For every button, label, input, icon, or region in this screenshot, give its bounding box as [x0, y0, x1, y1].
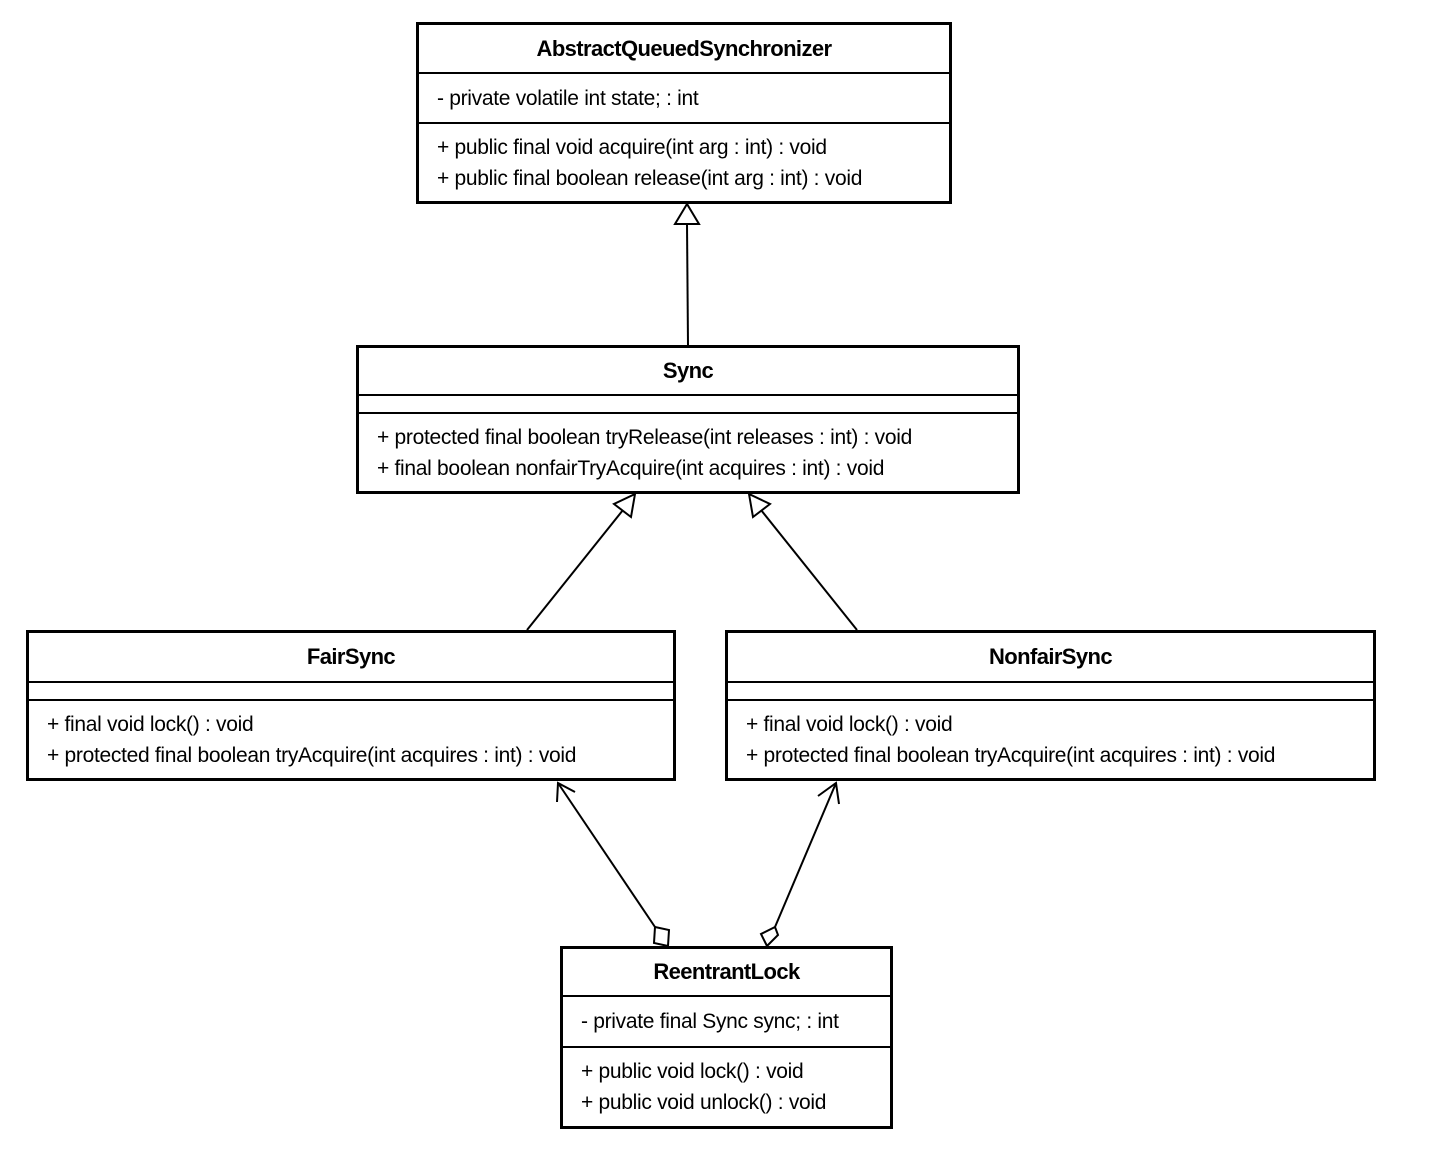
operation-compartment: + final void lock() : void + protected f… — [728, 701, 1373, 778]
class-name: ReentrantLock — [563, 949, 890, 997]
navigation-arrowhead-nonfairsync — [817, 781, 840, 805]
generalization-arrowhead-aqs — [673, 202, 701, 225]
class-name: NonfairSync — [728, 633, 1373, 683]
class-fair-sync: FairSync + final void lock() : void + pr… — [26, 630, 676, 781]
aggregation-diamond-nonfairsync — [759, 925, 780, 948]
operation: + protected final boolean tryAcquire(int… — [746, 743, 1276, 767]
class-reentrant-lock: ReentrantLock - private final Sync sync;… — [560, 946, 893, 1129]
operation-compartment: + final void lock() : void + protected f… — [29, 701, 673, 778]
class-sync: Sync + protected final boolean tryReleas… — [356, 345, 1020, 494]
operation-compartment: + public final void acquire(int arg : in… — [419, 124, 949, 201]
class-name: Sync — [359, 348, 1017, 396]
class-name: FairSync — [29, 633, 673, 683]
generalization-fairsync-to-sync — [526, 509, 624, 631]
attribute-compartment — [29, 683, 673, 701]
operation: + public final boolean release(int arg :… — [437, 166, 863, 190]
aggregation-reentrantlock-to-fairsync — [557, 782, 656, 928]
aggregation-diamond-fairsync — [652, 925, 671, 948]
class-nonfair-sync: NonfairSync + final void lock() : void +… — [725, 630, 1376, 781]
class-name: AbstractQueuedSynchronizer — [419, 25, 949, 74]
generalization-sync-to-aqs — [686, 223, 689, 346]
operation: + public final void acquire(int arg : in… — [437, 135, 827, 159]
attribute-compartment: - private volatile int state; : int — [419, 74, 949, 124]
operation: + protected final boolean tryAcquire(int… — [47, 743, 577, 767]
aggregation-reentrantlock-to-nonfairsync — [774, 782, 837, 928]
class-abstract-queued-synchronizer: AbstractQueuedSynchronizer - private vol… — [416, 22, 952, 204]
operation: + final void lock() : void — [47, 712, 254, 736]
operation: + public void unlock() : void — [581, 1091, 827, 1114]
operation: + protected final boolean tryRelease(int… — [377, 425, 912, 449]
attribute: - private volatile int state; : int — [437, 86, 699, 110]
attribute-compartment — [728, 683, 1373, 701]
operation: + public void lock() : void — [581, 1060, 804, 1083]
navigation-arrowhead-fairsync — [556, 781, 576, 803]
operation-compartment: + protected final boolean tryRelease(int… — [359, 414, 1017, 491]
attribute-compartment — [359, 396, 1017, 414]
attribute-compartment: - private final Sync sync; : int — [563, 997, 890, 1048]
generalization-arrowhead-sync-left — [612, 492, 637, 519]
attribute: - private final Sync sync; : int — [581, 1010, 839, 1033]
operation: + final boolean nonfairTryAcquire(int ac… — [377, 456, 885, 480]
operation: + final void lock() : void — [746, 712, 953, 736]
operation-compartment: + public void lock() : void + public voi… — [563, 1048, 890, 1126]
generalization-arrowhead-sync-right — [747, 492, 772, 519]
generalization-nonfairsync-to-sync — [760, 509, 858, 631]
